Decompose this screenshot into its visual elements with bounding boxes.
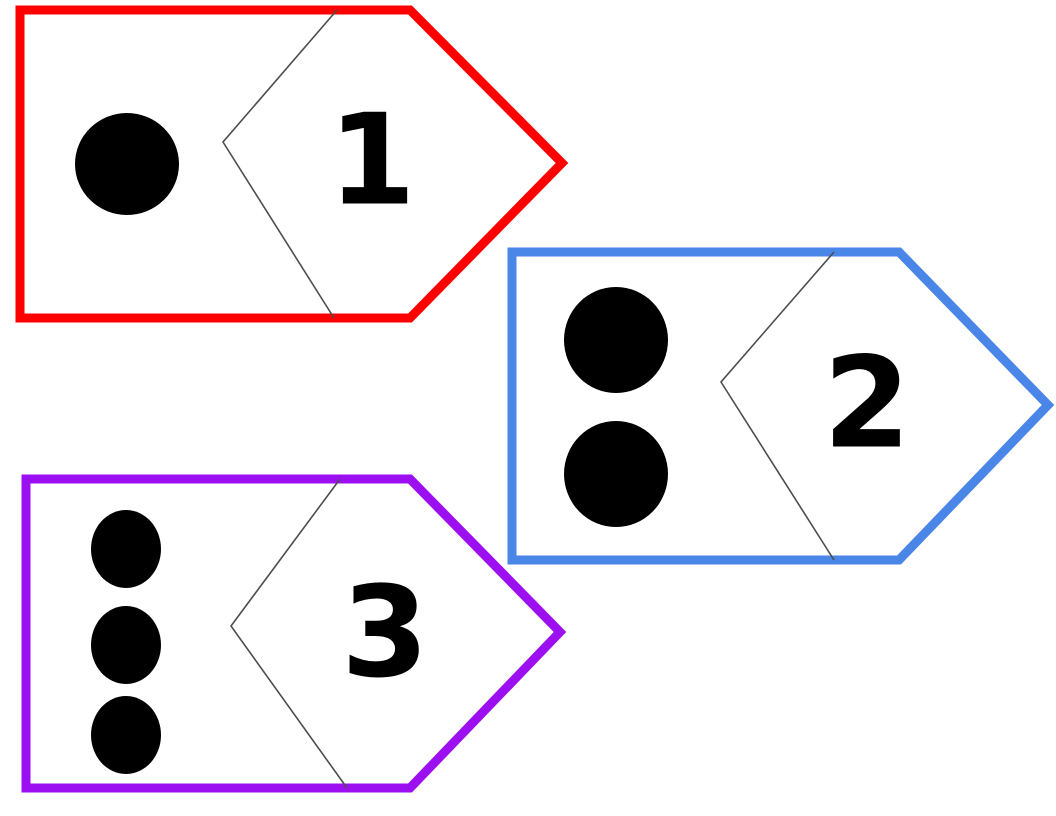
card-numeral: 1: [328, 87, 416, 234]
counting-dot: [564, 421, 668, 527]
card-divider-chevron: [230, 478, 348, 789]
card-outline-red: [15, 5, 569, 323]
counting-dot: [91, 606, 161, 684]
counting-dot: [564, 287, 668, 393]
card-numeral: 2: [823, 330, 911, 477]
counting-dot: [91, 696, 161, 774]
card-divider-chevron: [222, 9, 338, 319]
number-card-3[interactable]: 3: [21, 474, 567, 793]
card-divider-chevron: [720, 251, 835, 561]
number-card-2[interactable]: 2: [507, 247, 1055, 565]
card-numeral: 3: [341, 559, 429, 706]
number-card-1[interactable]: 1: [15, 5, 569, 323]
counting-dot: [91, 510, 161, 588]
counting-dot: [75, 113, 179, 215]
